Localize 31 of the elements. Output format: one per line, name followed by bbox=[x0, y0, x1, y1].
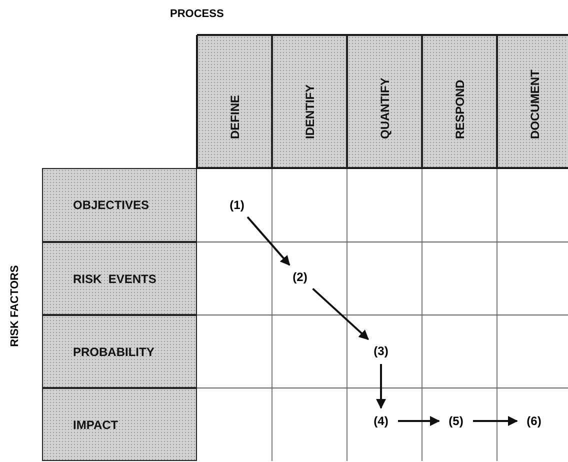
header-text: DEFINE bbox=[228, 94, 242, 139]
arrow bbox=[376, 364, 386, 409]
arrow bbox=[246, 216, 290, 266]
header-text: IDENTIFY bbox=[302, 84, 316, 139]
step-number: (2) bbox=[287, 268, 313, 286]
row-header-cell bbox=[42, 315, 197, 388]
column-header-cell bbox=[197, 35, 272, 168]
arrow bbox=[473, 416, 518, 426]
header-text: OBJECTIVES bbox=[73, 198, 150, 212]
step-number: (1) bbox=[224, 196, 250, 214]
row-header-cell bbox=[42, 242, 197, 315]
column-header-cell bbox=[347, 35, 422, 168]
header-text: DOCUMENT bbox=[528, 70, 542, 139]
header-text: PROBABILITY bbox=[73, 344, 154, 358]
row-header-cell bbox=[42, 168, 197, 242]
step-number: (3) bbox=[368, 342, 394, 360]
step-number: (5) bbox=[443, 412, 469, 430]
axis-title: RISK FACTORS bbox=[9, 265, 21, 347]
header-text: IMPACT bbox=[73, 418, 118, 432]
header-text: RESPOND bbox=[452, 80, 466, 139]
column-header-cell bbox=[422, 35, 497, 168]
step-number: (6) bbox=[521, 412, 547, 430]
header-text: QUANTIFY bbox=[378, 78, 392, 139]
column-header-cell bbox=[272, 35, 347, 168]
header-text: RISK EVENTS bbox=[73, 272, 156, 286]
axis-title: PROCESS bbox=[170, 8, 224, 20]
arrow bbox=[398, 416, 440, 426]
row-header-cell bbox=[42, 388, 197, 461]
column-header-cell bbox=[497, 35, 568, 168]
step-number: (4) bbox=[368, 412, 394, 430]
arrow bbox=[312, 288, 369, 340]
